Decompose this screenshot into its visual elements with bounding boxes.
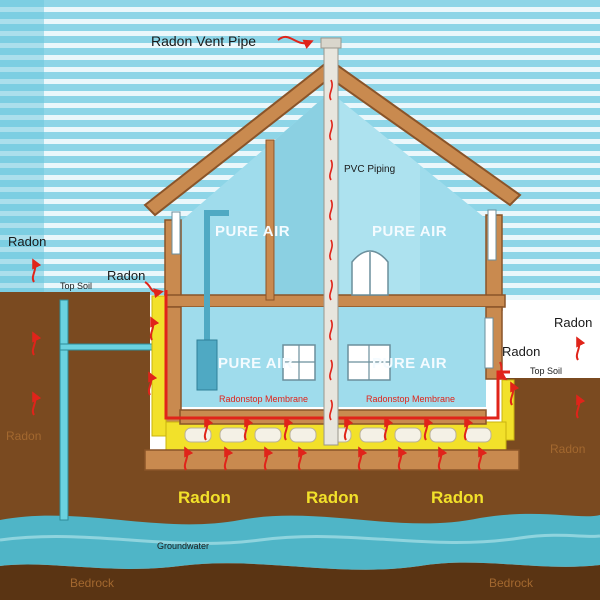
radon-squiggle: [329, 319, 333, 341]
radon-label-sky-right: Radon: [554, 315, 592, 330]
radon-label-near-wall-right: Radon: [502, 344, 540, 359]
radon-arrow-icon: [263, 446, 274, 471]
radon-arrow-icon: [397, 446, 408, 471]
bedrock-label-left: Bedrock: [70, 576, 115, 590]
sky-left-edge: [0, 0, 44, 300]
radon-arrow-icon: [496, 361, 508, 381]
soil-left: [0, 292, 150, 470]
window-attic-right: [487, 209, 497, 261]
membrane-label-left: Radonstop Membrane: [219, 394, 308, 404]
window-ground-right: [484, 317, 494, 369]
pvc-piping-label: PVC Piping: [344, 164, 395, 175]
aggregate-stone: [359, 427, 387, 443]
groundwater-wave: [0, 533, 600, 545]
radon-squiggle: [329, 79, 333, 101]
aggregate-stone: [394, 427, 422, 443]
radon-big-label-2: Radon: [306, 488, 359, 507]
radon-squiggle: [329, 119, 333, 141]
well-pipe-vertical: [59, 299, 69, 521]
radon-arrow-icon: [31, 258, 42, 283]
radon-arrow-icon: [509, 381, 520, 406]
radon-arrow-icon: [147, 371, 158, 396]
radon-label-sky-left: Radon: [8, 234, 46, 249]
interior-duct-top: [204, 210, 229, 216]
radon-arrow-icon: [575, 394, 586, 419]
interior-furnace: [196, 339, 218, 391]
foundation-footing: [144, 449, 520, 471]
window-attic-left: [171, 211, 181, 255]
aggregate-stone: [254, 427, 282, 443]
interior-duct: [204, 210, 210, 340]
attic-shade-left: [275, 92, 330, 300]
radon-label-near-roof: Radon: [107, 268, 145, 283]
vent-pipe-label: Radon Vent Pipe: [151, 33, 256, 49]
radon-arrow-icon: [31, 331, 42, 356]
radon-big-label-3: Radon: [431, 488, 484, 507]
radon-arrow-icon: [223, 446, 234, 471]
bedrock-label-right: Bedrock: [489, 576, 534, 590]
groundwater-label: Groundwater: [157, 541, 209, 551]
membrane-label-right: Radonstop Membrane: [366, 394, 455, 404]
soil-under-house: [0, 465, 600, 525]
radon-arrows: [31, 258, 586, 471]
radon-arrow-icon: [423, 416, 434, 441]
radon-squiggle: [329, 399, 333, 421]
radon-squiggle: [329, 239, 333, 261]
aggregate-stone: [429, 427, 457, 443]
radon-big-label-1: Radon: [178, 488, 231, 507]
radon-arrow-icon: [203, 416, 214, 441]
bedrock-layer: [0, 562, 600, 600]
radon-arrow-icon: [144, 281, 164, 299]
radon-arrow-icon: [463, 416, 474, 441]
radon-arrow-icon: [31, 391, 42, 416]
radon-arrow-icon: [343, 416, 354, 441]
radon-arrow-icon: [297, 446, 308, 471]
radon-arrow-icon: [243, 416, 254, 441]
attic-stud: [265, 139, 275, 301]
insulation-left: [151, 295, 167, 437]
radon-label-soil-right: Radon: [550, 442, 585, 456]
radon-arrow-icon: [383, 416, 394, 441]
radon-arrow-icon: [183, 446, 194, 471]
radon-label-soil-left: Radon: [6, 429, 41, 443]
radon-squiggle: [329, 359, 333, 381]
radon-arrow-icon: [283, 416, 294, 441]
aggregate-stone: [464, 427, 492, 443]
radon-arrow-icon: [477, 446, 488, 471]
top-soil-label-left: Top Soil: [60, 281, 92, 291]
top-soil-label-right: Top Soil: [530, 366, 562, 376]
vent-pipe-cap: [320, 37, 342, 49]
radon-arrow-icon: [357, 446, 368, 471]
groundwater-layer: [0, 513, 600, 570]
pure-air-ground-right: PURE AIR: [372, 355, 447, 372]
vent-pipe-arrow-icon: [277, 35, 314, 49]
pure-air-attic-left: PURE AIR: [215, 223, 290, 240]
radon-squiggle: [329, 199, 333, 221]
radon-vent-pipe: [323, 39, 339, 446]
attic-shade-right: [340, 100, 420, 300]
radon-arrow-icon: [149, 316, 160, 341]
pipe-radon-flow: [329, 79, 333, 421]
pure-air-ground-left: PURE AIR: [218, 355, 293, 372]
radon-arrow-icon: [575, 336, 586, 361]
aggregate-stone: [219, 427, 247, 443]
radon-squiggle: [329, 159, 333, 181]
radon-arrow-icon: [437, 446, 448, 471]
pure-air-attic-right: PURE AIR: [372, 223, 447, 240]
aggregate-stone: [289, 427, 317, 443]
radon-squiggle: [329, 279, 333, 301]
